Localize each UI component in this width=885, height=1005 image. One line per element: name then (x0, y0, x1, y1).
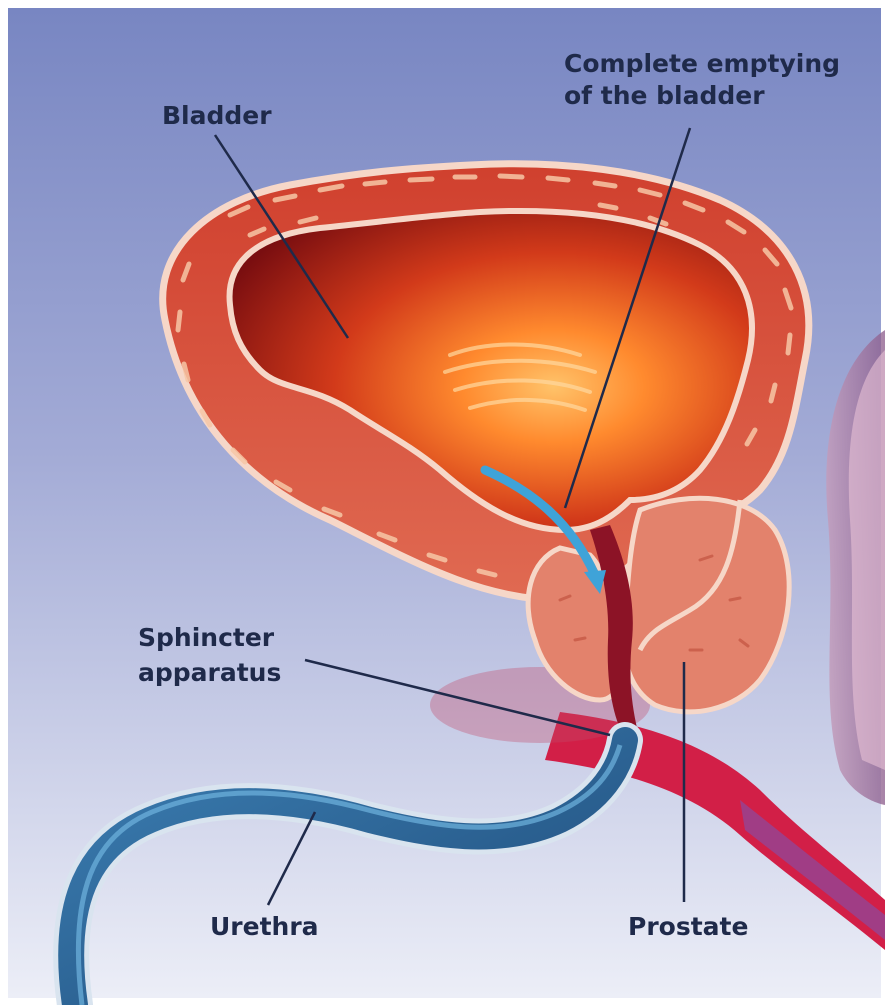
urethra-label: Urethra (210, 912, 319, 941)
sphincter-label-line2: apparatus (138, 658, 281, 687)
complete-emptying-label-line2: of the bladder (564, 81, 765, 110)
complete-emptying-label-line1: Complete emptying (564, 49, 840, 78)
sphincter-label-line1: Sphincter (138, 623, 275, 652)
bladder-label: Bladder (162, 101, 272, 130)
prostate-label: Prostate (628, 912, 748, 941)
